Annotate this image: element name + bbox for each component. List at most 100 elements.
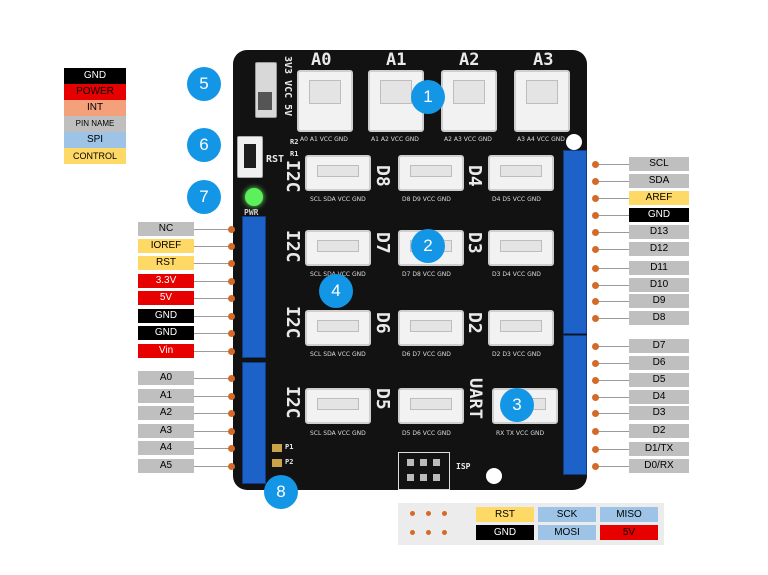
pin-dot (592, 161, 599, 168)
switch-label: 3V3 VCC 5V (282, 56, 293, 117)
p2-label: P2 (285, 458, 294, 466)
pin-dot (592, 282, 599, 289)
isp-gnd: GND (476, 525, 534, 540)
legend-pin-name: PIN NAME (64, 116, 126, 132)
left-pin-label: A5 (138, 459, 194, 473)
pin-leader-line (599, 346, 629, 347)
isp-dot (426, 511, 431, 516)
label-a2: A2 (459, 50, 480, 70)
pin-leader-line (599, 268, 629, 269)
pin-dot (228, 278, 235, 285)
pin-leader-line (194, 378, 230, 379)
pin-leader-line (599, 215, 629, 216)
pin-dot (228, 428, 235, 435)
pin-dot (228, 313, 235, 320)
i2c-label-3: I2C (282, 306, 303, 339)
pins-a3: A3 A4 VCC GND (517, 136, 565, 143)
pins-a2: A2 A3 VCC GND (444, 136, 492, 143)
isp-dot (426, 530, 431, 535)
i2c-label-4: I2C (282, 386, 303, 419)
pin-dot (228, 330, 235, 337)
marker-2: 2 (411, 229, 445, 263)
isp-rst: RST (476, 507, 534, 522)
marker-8: 8 (264, 475, 298, 509)
label-d6: D6 (372, 312, 393, 334)
isp-pin (433, 474, 440, 481)
pin-leader-line (194, 431, 230, 432)
right-pin-label: D7 (629, 339, 689, 353)
pin-leader-line (194, 333, 230, 334)
voltage-switch-knob (258, 92, 272, 110)
pin-leader-line (194, 448, 230, 449)
mount-hole (486, 468, 502, 484)
left-pin-label: GND (138, 309, 194, 323)
pin-dot (592, 446, 599, 453)
pin-dot (228, 393, 235, 400)
label-d3: D3 (464, 232, 485, 254)
pin-leader-line (599, 181, 629, 182)
right-pin-label: D0/RX (629, 459, 689, 473)
grove-port-d4 (488, 155, 554, 191)
left-power-header (242, 216, 266, 358)
pin-leader-line (599, 380, 629, 381)
pin-dot (592, 298, 599, 305)
pin-leader-line (194, 246, 230, 247)
grove-port-d2 (488, 310, 554, 346)
pin-leader-line (194, 281, 230, 282)
pin-dot (228, 348, 235, 355)
pin-dot (592, 343, 599, 350)
pin-dot (592, 428, 599, 435)
pin-dot (592, 178, 599, 185)
pin-leader-line (194, 316, 230, 317)
color-legend: GND POWER INT PIN NAME SPI CONTROL (64, 68, 126, 164)
grove-port-d5 (398, 388, 464, 424)
isp-pinout-table: RST SCK MISO GND MOSI 5V (398, 503, 664, 545)
right-pin-label: SDA (629, 174, 689, 188)
pin-dot (228, 226, 235, 233)
power-led (245, 188, 263, 206)
right-pin-label: D3 (629, 406, 689, 420)
isp-pin (433, 459, 440, 466)
isp-pin (420, 474, 427, 481)
pin-dot (228, 243, 235, 250)
left-pin-label: A4 (138, 441, 194, 455)
pin-leader-line (599, 249, 629, 250)
pin-leader-line (599, 164, 629, 165)
pin-leader-line (599, 363, 629, 364)
r2-label: R2 (290, 138, 299, 146)
grove-port-a0 (297, 70, 353, 132)
grove-port-i2c-4 (305, 388, 371, 424)
pins-d4: D4 D5 VCC GND (492, 196, 541, 203)
pin-leader-line (194, 396, 230, 397)
pin-dot (228, 463, 235, 470)
left-pin-label: 3.3V (138, 274, 194, 288)
label-a1: A1 (386, 50, 407, 70)
pin-dot (592, 377, 599, 384)
marker-5: 5 (187, 67, 221, 101)
grove-port-d6 (398, 310, 464, 346)
isp-miso: MISO (600, 507, 658, 522)
pin-dot (592, 246, 599, 253)
right-digital-header-high (563, 150, 587, 334)
marker-6: 6 (187, 128, 221, 162)
mount-hole (566, 134, 582, 150)
isp-dot (410, 511, 415, 516)
pin-dot (228, 375, 235, 382)
pins-a1: A1 A2 VCC GND (371, 136, 419, 143)
left-pin-label: RST (138, 256, 194, 270)
isp-dot (442, 511, 447, 516)
pin-dot (228, 445, 235, 452)
pin-leader-line (599, 301, 629, 302)
grove-port-a3 (514, 70, 570, 132)
label-d2: D2 (464, 312, 485, 334)
pins-d2: D2 D3 VCC GND (492, 351, 541, 358)
pin-dot (228, 295, 235, 302)
isp-dot (410, 530, 415, 535)
legend-power: POWER (64, 84, 126, 100)
label-uart: UART (465, 378, 485, 419)
right-pin-label: D6 (629, 356, 689, 370)
right-pin-label: D1/TX (629, 442, 689, 456)
pins-i2c-4: SCL SDA VCC GND (310, 430, 366, 437)
right-digital-header-low (563, 335, 587, 475)
left-analog-header (242, 362, 266, 484)
